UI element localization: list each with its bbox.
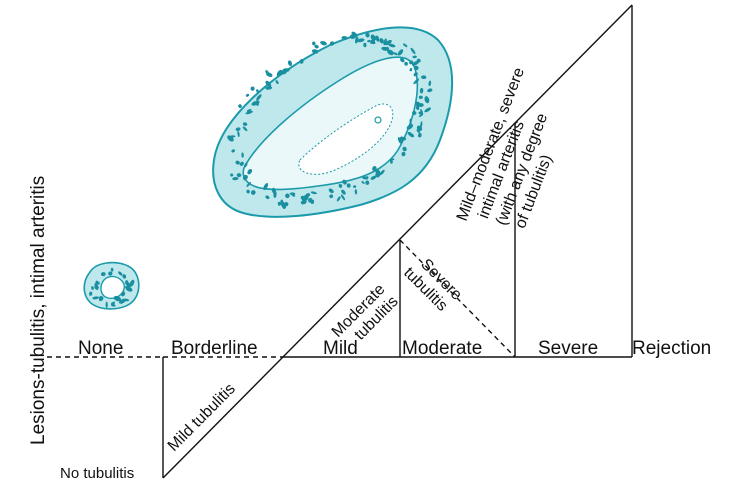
category-moderate: Moderate [402,338,482,359]
y-axis-label: Lesions-tubulitis, intimal arteritis [28,176,49,445]
category-severe: Severe [538,338,598,359]
mild-tubulitis-label: Mild tubulitis [165,380,239,454]
nucleus-mark [320,40,328,46]
nucleus-mark [250,86,254,90]
small-vessel-illustration [84,263,139,309]
no-tubulitis-label: No tubulitis [60,465,134,482]
category-borderline: Borderline [171,338,258,359]
large-vessel-illustration [213,27,452,217]
category-none: None [78,338,123,359]
arteritis-label: Mild–moderate, severe intimal arteritis … [454,65,581,244]
severe-tubulitis-label: Severe tubulitis [400,252,465,317]
nucleus-mark [287,60,293,67]
nucleus-mark [245,93,249,97]
category-rejection: Rejection [632,338,711,359]
nucleus-mark [106,302,108,308]
